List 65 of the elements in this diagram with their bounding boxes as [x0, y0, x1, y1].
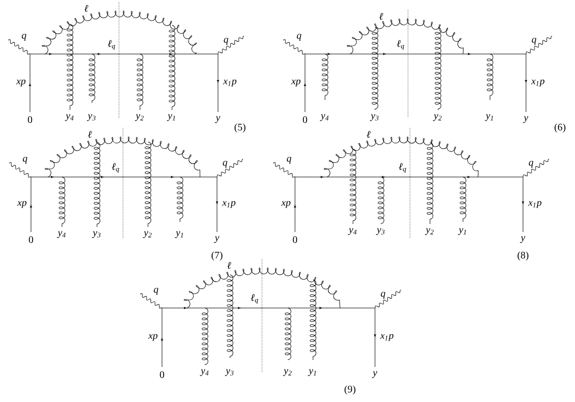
- coordinate-label: y$_{2}$: [432, 114, 442, 121]
- coordinate-label: y$_{4}$: [320, 114, 329, 121]
- momentum-label: q: [528, 160, 534, 168]
- coordinate-label: y$_{1}$: [308, 369, 316, 376]
- coordinate-label: 0: [160, 371, 164, 378]
- momentum-label: q: [532, 38, 536, 45]
- momentum-label: q: [380, 292, 386, 299]
- momentum-label: ℓ$_{q}$: [108, 40, 116, 50]
- momentum-label: xp: [291, 80, 300, 86]
- coordinate-label: y$_{4}$: [64, 114, 74, 121]
- coordinate-label: y$_{4}$: [200, 369, 209, 376]
- momentum-label: q: [222, 160, 228, 168]
- coordinate-label: y$_{3}$: [376, 228, 384, 235]
- momentum-label: x$_{1}$p: [222, 201, 236, 208]
- coordinate-label: y: [214, 116, 220, 123]
- coordinate-label: y$_{1}$: [166, 114, 175, 121]
- coordinate-label: 0: [302, 116, 308, 123]
- momentum-label: ℓ: [227, 262, 232, 269]
- coordinate-label: y$_{1}$: [458, 228, 466, 235]
- coordinate-label: y: [520, 236, 526, 243]
- momentum-label: q: [286, 156, 292, 164]
- coordinate-label: y: [214, 236, 220, 243]
- coordinate-label: y$_{2}$: [282, 369, 292, 376]
- momentum-label: x$_{1}$p: [223, 80, 236, 86]
- momentum-label: x$_{1}$p: [528, 201, 542, 208]
- momentum-label: ℓ$_{q}$: [396, 40, 404, 50]
- momentum-label: q: [154, 288, 158, 295]
- momentum-label: ℓ$_{q}$: [112, 163, 120, 173]
- diagram-number: (5): [234, 123, 246, 133]
- diagram-number: (7): [212, 251, 222, 261]
- coordinate-label: y$_{3}$: [224, 369, 234, 376]
- coordinate-label: y$_{1}$: [484, 114, 493, 121]
- coordinate-label: y: [372, 371, 378, 378]
- coordinate-label: y$_{4}$: [348, 228, 357, 235]
- coordinate-label: y$_{3}$: [370, 114, 378, 121]
- coordinate-label: 0: [28, 236, 34, 243]
- momentum-label: x$_{1}$p: [531, 80, 544, 86]
- diagram-number: (8): [518, 251, 528, 261]
- coordinate-label: y$_{2}$: [134, 114, 144, 121]
- coordinate-label: y$_{3}$: [92, 231, 100, 238]
- momentum-label: xp: [17, 201, 26, 208]
- momentum-label: xp: [281, 201, 290, 208]
- coordinate-label: y$_{1}$: [174, 231, 183, 238]
- momentum-label: ℓ: [379, 12, 384, 20]
- momentum-label: q: [224, 38, 228, 45]
- coordinate-label: y$_{3}$: [86, 114, 96, 121]
- momentum-label: ℓ$_{q}$: [398, 163, 406, 173]
- coordinate-label: y: [522, 116, 528, 123]
- momentum-label: ℓ: [366, 130, 371, 138]
- diagram-number: (6): [554, 123, 566, 133]
- coordinate-label: y$_{2}$: [424, 228, 434, 235]
- momentum-label: q: [296, 34, 302, 41]
- momentum-label: x$_{1}$p: [380, 334, 394, 341]
- coordinate-label: 0: [28, 116, 32, 123]
- momentum-label: ℓ: [84, 4, 88, 12]
- momentum-label: xp: [148, 334, 158, 341]
- momentum-label: ℓ: [88, 130, 92, 138]
- coordinate-label: y$_{4}$: [56, 231, 66, 238]
- momentum-label: q: [22, 34, 26, 41]
- coordinate-label: y$_{2}$: [142, 231, 152, 238]
- diagram-number: (9): [344, 385, 356, 395]
- momentum-label: q: [22, 156, 28, 164]
- momentum-label: ℓ$_{q}$: [250, 294, 258, 304]
- coordinate-label: 0: [292, 236, 298, 243]
- momentum-label: xp: [16, 80, 26, 86]
